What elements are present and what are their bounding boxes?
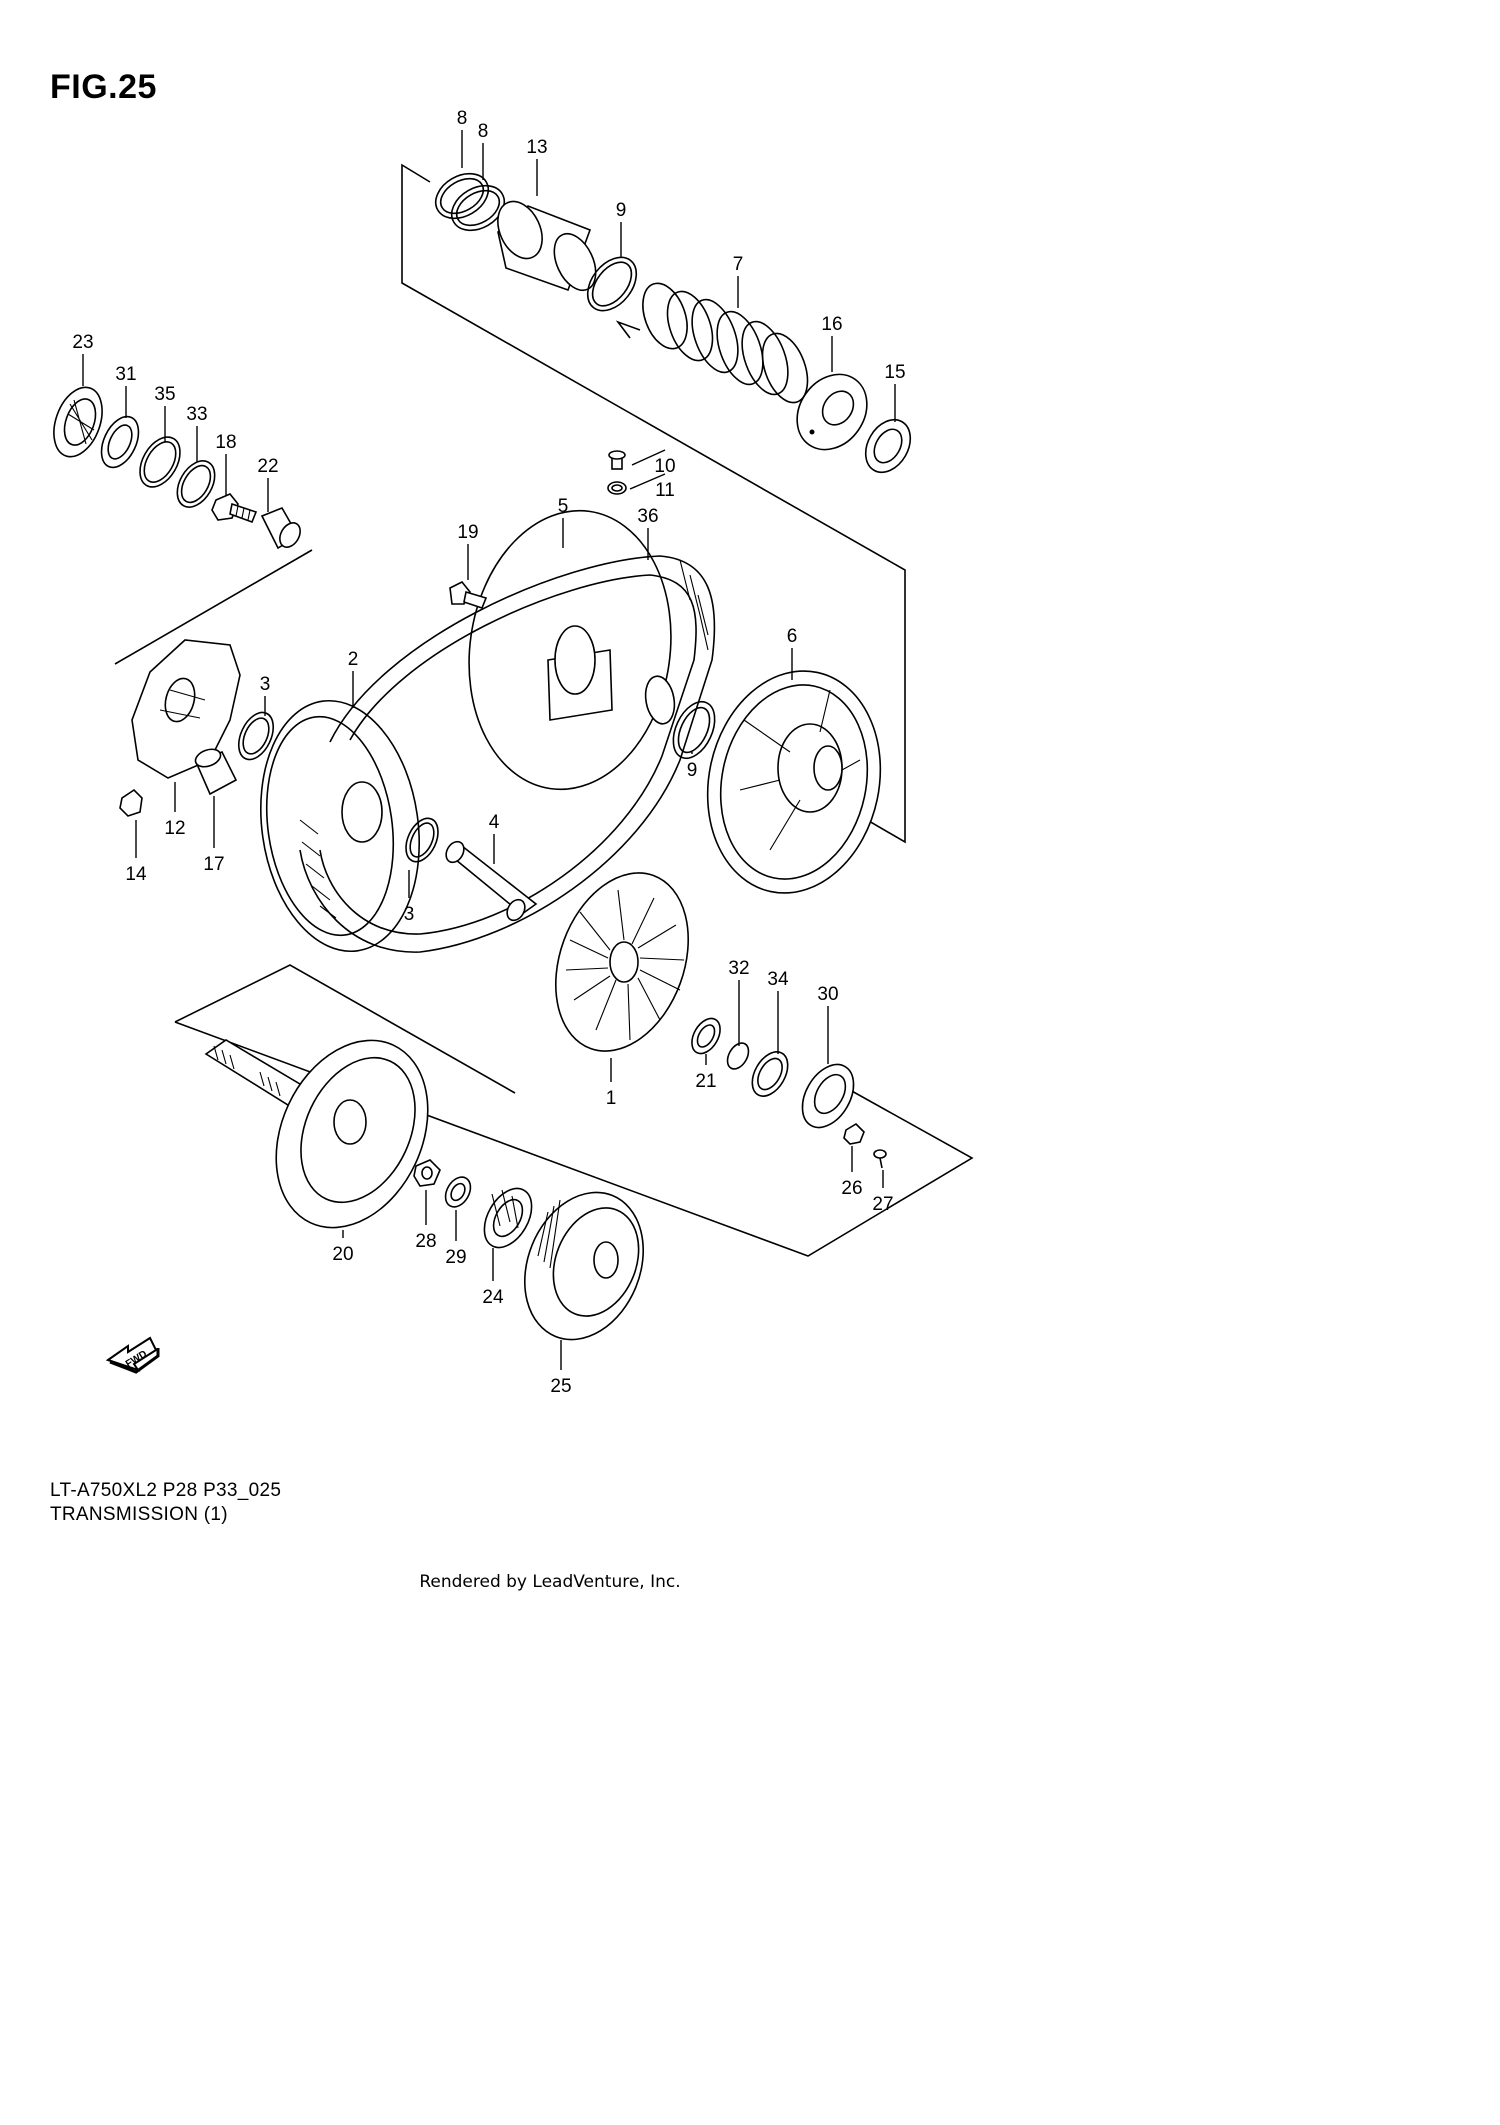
part-34-oil-seal	[751, 1051, 789, 1097]
callout-label-31: 31	[115, 364, 136, 385]
part-28-nut	[413, 1159, 441, 1187]
part-20-clutch-housing-shaft	[204, 1039, 429, 1229]
callout-label-16: 16	[821, 314, 842, 335]
callout-label-35: 35	[154, 384, 175, 405]
clutch-group-frame	[174, 964, 974, 1257]
render-credit: Rendered by LeadVenture, Inc.	[419, 1572, 681, 1592]
section-name: TRANSMISSION (1)	[50, 1504, 228, 1525]
callout-label-17: 17	[203, 854, 224, 875]
figure-title: FIG.25	[50, 68, 157, 106]
leader-line-11	[629, 473, 666, 490]
callout-label-9: 9	[616, 200, 627, 221]
part-24-one-way-clutch	[483, 1187, 533, 1249]
callout-label-30: 30	[817, 984, 838, 1005]
part-33-washer	[176, 460, 216, 508]
callout-label-7: 7	[733, 254, 744, 275]
part-11-collar	[607, 481, 627, 495]
callout-label-19: 19	[457, 522, 478, 543]
part-13-sleeve	[497, 200, 597, 292]
part-27-screw	[873, 1149, 887, 1169]
part-1-fixed-drive-face	[554, 872, 690, 1052]
callout-label-27: 27	[872, 1194, 893, 1215]
callout-label-22: 22	[257, 456, 278, 477]
part-26-nut	[843, 1122, 865, 1145]
part-2-drive-pulley	[259, 699, 421, 953]
part-4-spacer-shaft	[445, 840, 538, 922]
callout-label-25: 25	[550, 1376, 571, 1397]
part-23-bearing	[53, 386, 103, 458]
callout-label-6: 6	[787, 626, 798, 647]
callout-leaders	[82, 130, 896, 1370]
callout-label-21: 21	[695, 1071, 716, 1092]
callout-label-23: 23	[72, 332, 93, 353]
drive-pulley-group-frame	[114, 549, 313, 665]
callout-label-4: 4	[489, 812, 500, 833]
part-12-movable-drive-face	[131, 639, 241, 779]
callout-label-20: 20	[332, 1244, 353, 1265]
part-9-o-ring-lower	[672, 700, 716, 760]
callout-label-11: 11	[655, 480, 675, 501]
callout-label-32: 32	[728, 958, 749, 979]
callout-label-8: 8	[457, 108, 468, 129]
callout-label-24: 24	[482, 1287, 504, 1308]
part-16-spring-retainer	[796, 373, 868, 451]
callout-label-9: 9	[687, 760, 698, 781]
part-22-spacer	[260, 506, 301, 550]
leader-line-10	[631, 449, 666, 466]
callout-label-3: 3	[260, 674, 271, 695]
callout-label-29: 29	[445, 1247, 466, 1268]
callout-label-26: 26	[841, 1178, 862, 1199]
callout-label-8: 8	[478, 121, 489, 142]
callout-label-12: 12	[164, 818, 185, 839]
part-31-oil-seal	[100, 415, 140, 469]
part-18-bolt	[211, 493, 258, 524]
callout-label-36: 36	[637, 506, 658, 527]
parts-diagram-page: FIG.25	[50, 68, 974, 1592]
part-19-bolt	[449, 580, 488, 609]
part-8-o-ring-inner	[450, 184, 506, 232]
part-10-pin	[608, 450, 626, 470]
callout-label-1: 1	[606, 1088, 617, 1109]
part-21-bush	[691, 1017, 721, 1055]
part-32-circlip	[726, 1042, 750, 1070]
part-25-clutch-assembly	[523, 1191, 645, 1341]
callout-label-18: 18	[215, 432, 236, 453]
part-5-driven-face	[468, 509, 676, 791]
part-30-bearing	[801, 1063, 855, 1129]
part-15-nut	[864, 418, 912, 474]
callout-label-5: 5	[558, 496, 569, 517]
part-7-coil-spring	[615, 282, 809, 404]
part-9-o-ring-upper	[586, 256, 638, 312]
callout-label-33: 33	[186, 404, 207, 425]
callout-label-3: 3	[404, 904, 415, 925]
callout-label-2: 2	[348, 649, 359, 670]
part-6-driven-pulley	[706, 670, 882, 894]
callout-label-28: 28	[415, 1231, 436, 1252]
callout-label-14: 14	[125, 864, 147, 885]
part-36-drive-belt	[299, 555, 716, 953]
spring-group-frame	[401, 163, 906, 844]
fwd-arrow-icon: FWD	[105, 1336, 160, 1374]
part-35-circlip	[139, 436, 181, 488]
part-8-o-ring-outer	[434, 172, 490, 220]
model-code: LT-A750XL2 P28 P33_025	[50, 1480, 282, 1501]
callout-label-10: 10	[654, 456, 675, 477]
exploded-view-drawing: FWD 881397161523313533182210111953662312…	[53, 108, 974, 1397]
part-3-o-ring-center	[405, 817, 439, 863]
part-14-slide-piece	[119, 788, 143, 817]
callout-label-13: 13	[526, 137, 547, 158]
callout-label-34: 34	[767, 969, 789, 990]
part-3-o-ring-left	[237, 711, 275, 761]
part-29-washer	[444, 1176, 472, 1208]
part-17-roller	[194, 748, 238, 796]
callout-label-15: 15	[884, 362, 905, 383]
